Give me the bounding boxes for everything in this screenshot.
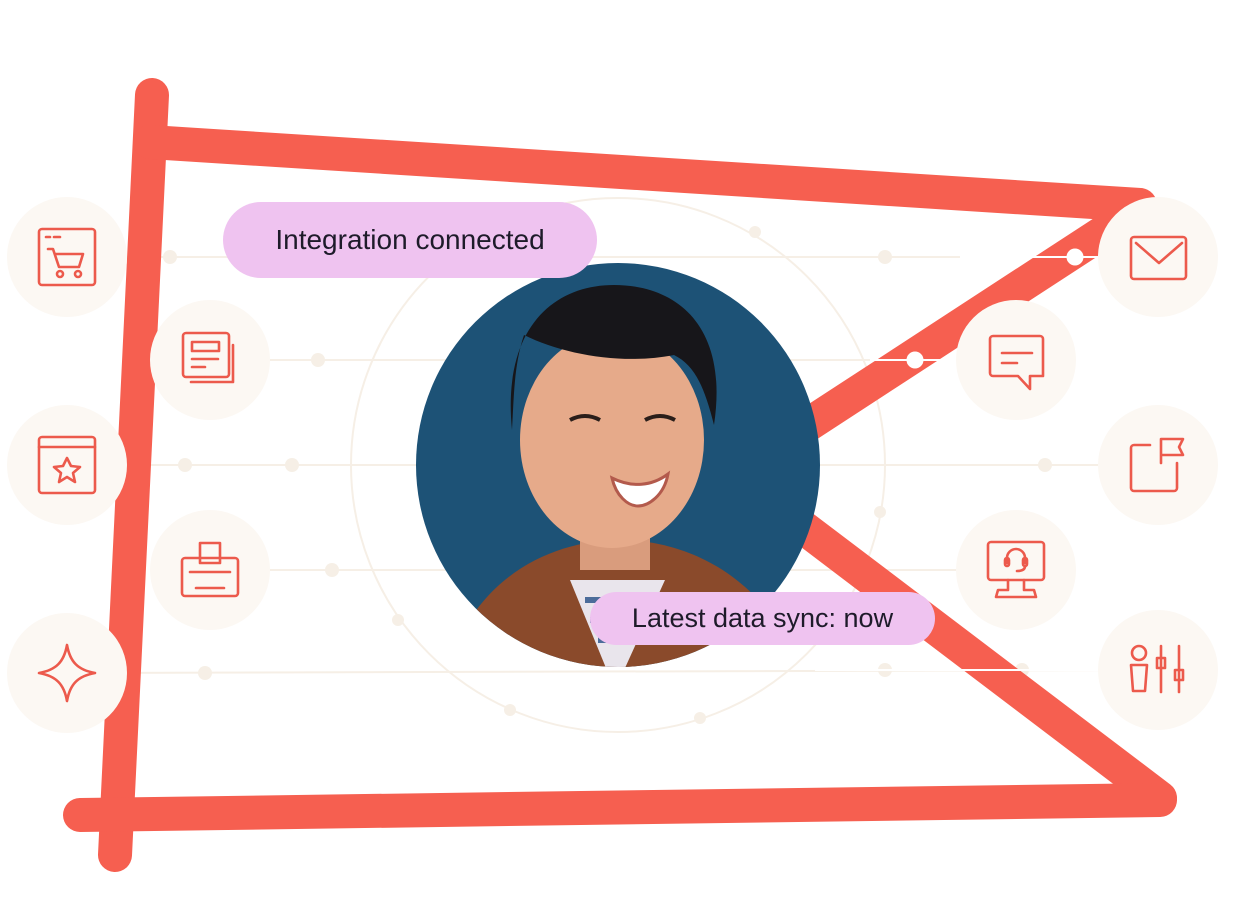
flag-window-icon <box>1129 437 1185 493</box>
chat-message-icon <box>988 334 1045 391</box>
user-settings-icon <box>1129 644 1185 694</box>
highlight-dots <box>815 248 1100 671</box>
integration-connected-badge: Integration connected <box>223 202 597 278</box>
node-circles <box>7 197 1218 733</box>
data-sync-badge: Latest data sync: now <box>590 592 935 645</box>
connector-dots <box>163 226 1052 724</box>
sparkle-icon <box>37 643 97 703</box>
newspaper-icon <box>181 331 235 384</box>
printer-icon <box>180 541 240 598</box>
mail-icon <box>1129 235 1188 281</box>
star-window-icon <box>37 435 97 495</box>
shopping-cart-window-icon <box>37 227 97 287</box>
support-monitor-icon <box>986 540 1046 599</box>
red-flag-stroke <box>63 78 1177 872</box>
